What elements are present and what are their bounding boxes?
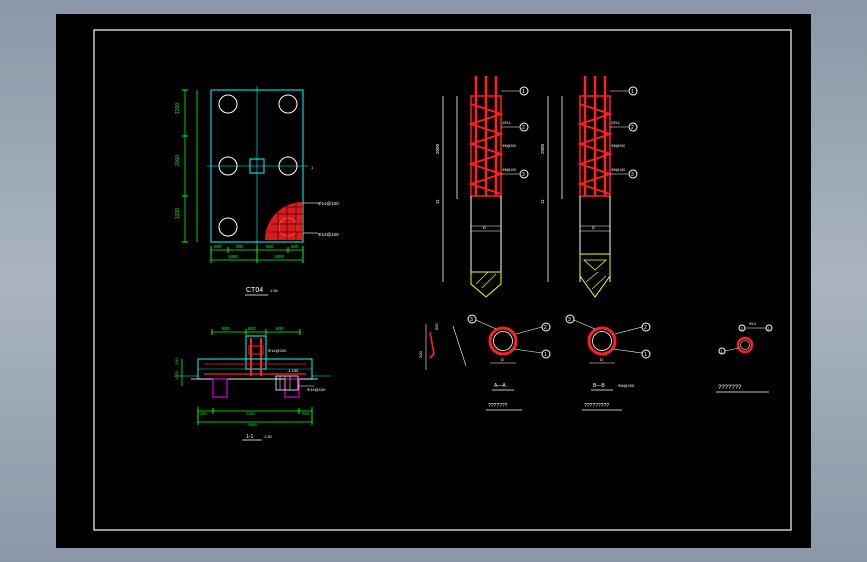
plan-left-dim-3: 1200 (175, 208, 181, 219)
detail-caption: ??????? (718, 385, 742, 391)
plan-bottom-dim-2: 900 (236, 244, 244, 249)
pile-a-callout-3: 3 (522, 172, 525, 178)
detail-callout-1: 3 (741, 326, 744, 331)
detail-callout-3: 1 (721, 349, 724, 354)
sec-note-1: Φ14@100 (268, 348, 287, 353)
section-a-a: 3 2 1 D A—A ??????? (467, 314, 551, 411)
plan-title: CT04 (246, 287, 263, 294)
pile-a-dim-2: 11 (435, 199, 440, 204)
sec-a-callout-2: 2 (544, 325, 547, 331)
sec-top-dim-1: 800 (222, 326, 230, 331)
cad-viewport[interactable]: 1200 2000 1200 Φ14@100 Φ14@100 1 500 (56, 14, 811, 548)
sec-b-callout-2: 2 (644, 325, 647, 331)
sec-a-dim: D (501, 357, 504, 362)
sec-bottom-dim-4: 2600 (248, 422, 258, 427)
ring-detail: 3 2 1 Φ14 ??????? (716, 322, 773, 393)
pile-a-label-3: Φ8@100 (502, 168, 516, 172)
pile-b-callout-1: 1 (631, 89, 634, 95)
sec-b-title: B—B (593, 383, 605, 389)
sec-left-dim-2: 1000 (174, 370, 179, 380)
detail-label-1: 200 (418, 351, 423, 358)
pile-a-callout-1: 1 (522, 89, 525, 95)
sec-a-title: A—A (494, 383, 506, 389)
svg-text:1: 1 (311, 165, 314, 170)
pile-elevation-a: 2000 11 D 1 2 3 2Φ14 Φ8@200 Φ8@100 (435, 76, 529, 298)
pile-a-callout-2: 2 (522, 125, 525, 131)
plan-scale: 1:30 (270, 288, 279, 293)
sec-top-dim-2: 800 (248, 326, 256, 331)
drawing-canvas: 1200 2000 1200 Φ14@100 Φ14@100 1 500 (93, 29, 792, 531)
plan-bottom-dim-3: 900 (266, 244, 274, 249)
plan-left-dim-2: 2000 (175, 155, 181, 166)
sec-top-dim-3: 800 (276, 326, 284, 331)
pile-elevation-b: 2000 11 D 1 2 3 2Φ14 Φ8@200 Φ8@100 (540, 76, 638, 298)
sec-scale: 1:30 (264, 434, 273, 439)
sec-bottom-dim-3: 300 (302, 411, 309, 416)
plan-bottom-dim-5: 1800 (228, 254, 239, 259)
sec-b-dim: D (600, 357, 603, 362)
sec-b-callout-3: 1 (644, 352, 647, 358)
plan-note-bottom: Φ14@100 (318, 232, 339, 237)
sec-b-callout-1: 3 (568, 317, 571, 323)
pile-b-dim-h: D (592, 225, 595, 230)
sec-bottom-dim-1: 300 (200, 411, 207, 416)
sec-bottom-dim-2: 2000 (246, 411, 256, 416)
sec-left-dim-1: 200 (174, 358, 179, 365)
sec-note-3: Φ14@100 (307, 387, 326, 392)
sec-b-caption: ????????? (584, 403, 609, 409)
cap-section: 800 800 800 Φ14@100 -1.150 Φ14@100 200 1… (174, 326, 331, 441)
plan-bottom-dim-1: 500 (214, 244, 222, 249)
cap-plan: 1200 2000 1200 Φ14@100 Φ14@100 1 500 (175, 86, 339, 296)
detail-callout-2: 2 (768, 326, 771, 331)
pile-b-dim-1: 2000 (540, 143, 545, 154)
plan-left-dim-1: 1200 (175, 103, 181, 114)
sec-a-caption: ??????? (488, 403, 508, 409)
pile-b-label-3: Φ8@100 (611, 168, 625, 172)
plan-note-top: Φ14@100 (318, 201, 339, 206)
sec-note-2: -1.150 (287, 368, 299, 373)
sheet-frame (93, 29, 792, 531)
pile-b-callout-2: 2 (631, 125, 634, 131)
plan-bottom-dim-6: 1800 (274, 254, 285, 259)
detail-label-2: 500 (434, 323, 439, 330)
sec-a-callout-1: 3 (470, 317, 473, 323)
sec-b-note: Φ8@200 (618, 383, 635, 388)
sec-title: 1-1 (246, 434, 253, 440)
section-b-b: 3 2 1 D B—B Φ8@200 ????????? (565, 314, 651, 411)
pile-b-label-1: 2Φ14 (611, 121, 620, 125)
detail-label-0: Φ14 (749, 322, 756, 326)
pile-b-dim-2: 11 (540, 199, 545, 204)
plan-bottom-dim-4: 500 (291, 244, 299, 249)
pile-a-label-1: 2Φ14 (502, 121, 511, 125)
detail-marker: 200 500 (418, 323, 467, 370)
pile-b-label-2: Φ8@200 (611, 144, 625, 148)
pile-b-callout-3: 3 (631, 172, 634, 178)
pile-a-dim-1: 2000 (435, 143, 440, 154)
pile-a-dim-h: D (483, 225, 486, 230)
pile-a-label-2: Φ8@200 (502, 144, 516, 148)
sec-a-callout-3: 1 (544, 352, 547, 358)
